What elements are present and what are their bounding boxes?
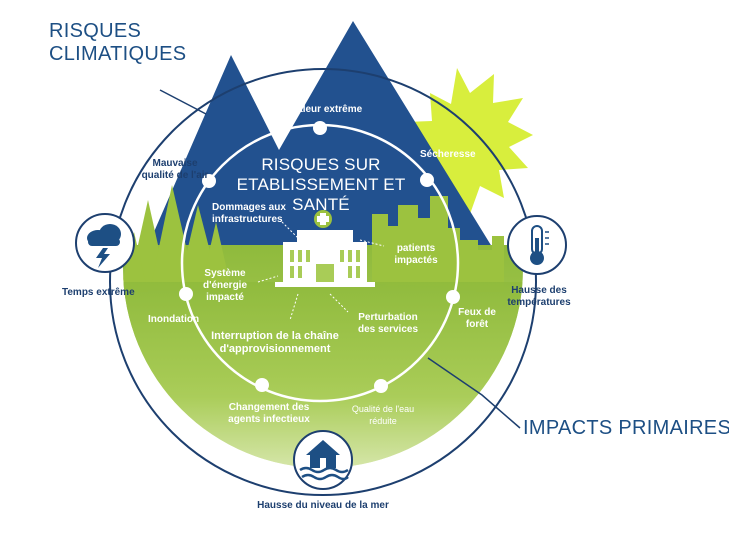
- callout-lines: [257, 221, 385, 321]
- label-qualite-eau: Qualité de l'eau réduite: [351, 404, 415, 426]
- label-feux-foret: Feux de forêt: [458, 307, 496, 330]
- ring-dots: [179, 121, 460, 393]
- center-title: RISQUES SUR ETABLISSEMENT ET SANTÉ: [236, 155, 406, 214]
- label-perturbation-services: Perturbation des services: [357, 312, 419, 335]
- forest-icon: [123, 185, 232, 292]
- storm-icon: [75, 213, 135, 273]
- title-impacts-primaires: IMPACTS PRIMAIRES: [523, 417, 729, 439]
- label-hausse-niveau-mer: Hausse du niveau de la mer: [257, 500, 389, 511]
- hospital-icon: [275, 210, 375, 287]
- connector-impacts: [427, 357, 521, 429]
- label-mauvaise-qualite-air: Mauvaise qualité de l'air: [141, 158, 209, 181]
- connector-risques: [159, 89, 207, 115]
- flood-house-icon: [293, 430, 353, 490]
- title-risques-climatiques: RISQUES CLIMATIQUES: [49, 20, 187, 65]
- label-hausse-temperatures: Hausse des températures: [507, 285, 571, 308]
- label-patients-impactes: patients impactés: [394, 243, 438, 266]
- label-agents-infectieux: Changement des agents infectieux: [228, 402, 310, 425]
- label-dommages-infrastructures: Dommages aux infrastructures: [212, 202, 286, 225]
- hospital-windows: [290, 250, 360, 282]
- city-skyline-icon: [372, 196, 504, 292]
- label-temps-extreme: Temps extrême: [62, 287, 135, 298]
- label-inondation: Inondation: [148, 314, 200, 325]
- label-chaleur-extreme: Chaleur extrême: [283, 104, 363, 115]
- thermometer-icon: [507, 215, 567, 275]
- label-secheresse: Sécheresse: [420, 149, 476, 160]
- label-systeme-energie: Système d'énergie impacté: [202, 268, 248, 303]
- label-interruption-approvisionnement: Interruption de la chaîne d'approvisionn…: [211, 330, 339, 355]
